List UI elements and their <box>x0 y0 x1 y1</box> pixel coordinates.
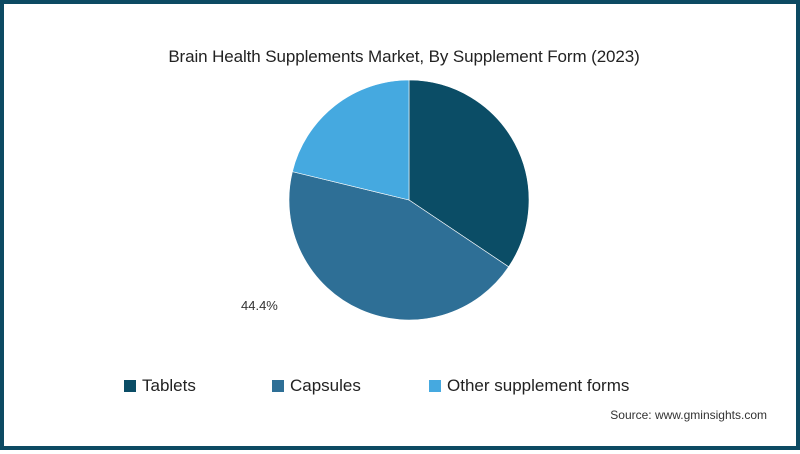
source-note: Source: www.gminsights.com <box>610 408 767 422</box>
legend-item-tablets: Tablets <box>124 376 196 396</box>
legend-swatch-other <box>429 380 441 392</box>
legend-swatch-tablets <box>124 380 136 392</box>
pie-slice-tablets <box>408 79 530 268</box>
pie-slice-capsules <box>288 171 510 321</box>
capsules-percent-label: 44.4% <box>241 298 278 313</box>
legend-item-capsules: Capsules <box>272 376 361 396</box>
legend-item-other: Other supplement forms <box>429 376 629 396</box>
legend-label-capsules: Capsules <box>290 376 361 395</box>
legend-swatch-capsules <box>272 380 284 392</box>
chart-title: Brain Health Supplements Market, By Supp… <box>168 47 640 66</box>
pie-slice-other-supplement-forms <box>292 79 410 201</box>
legend-label-other: Other supplement forms <box>447 376 630 395</box>
legend-label-tablets: Tablets <box>142 376 196 395</box>
pie-chart <box>288 79 530 321</box>
